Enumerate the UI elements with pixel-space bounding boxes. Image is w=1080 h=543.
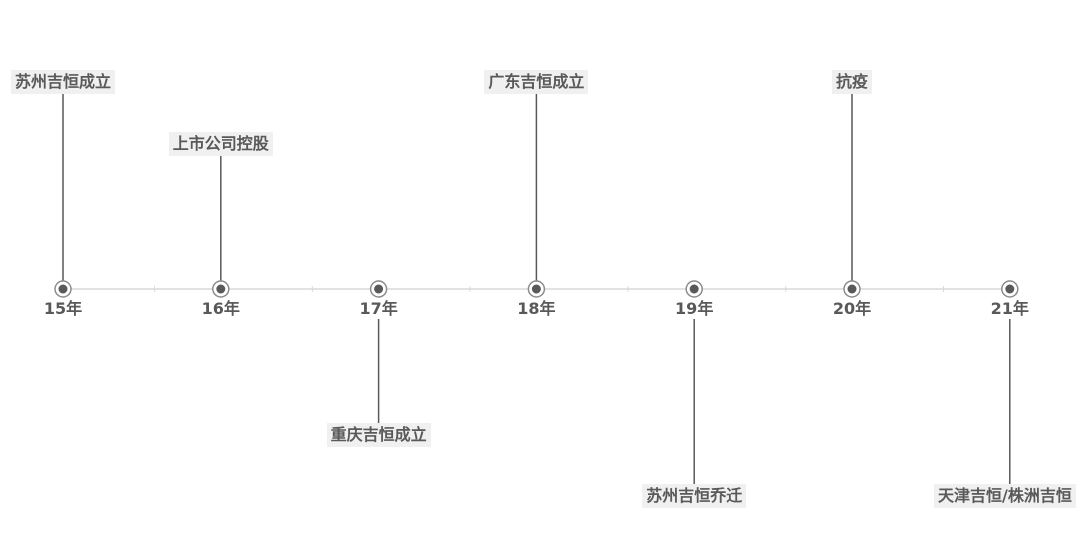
- event-label: 重庆吉恒成立: [326, 423, 431, 447]
- event-marker-dot: [1005, 284, 1015, 294]
- year-label: 15年: [43, 299, 83, 318]
- event-label: 天津吉恒/株洲吉恒: [934, 484, 1076, 508]
- event-label: 广东吉恒成立: [484, 70, 589, 94]
- year-label: 18年: [517, 299, 556, 318]
- event-label: 抗疫: [832, 70, 873, 94]
- event-marker-dot: [847, 284, 857, 294]
- year-label: 17年: [359, 299, 398, 318]
- event-label: 上市公司控股: [168, 132, 273, 156]
- event-marker-dot: [531, 284, 541, 294]
- event-label: 苏州吉恒乔迁: [642, 484, 747, 508]
- year-label: 19年: [675, 299, 714, 318]
- year-label: 21年: [990, 299, 1029, 318]
- event-label: 苏州吉恒成立: [11, 70, 116, 94]
- year-label: 16年: [201, 299, 240, 318]
- event-marker-dot: [58, 284, 68, 294]
- event-marker-dot: [374, 284, 384, 294]
- event-marker-dot: [216, 284, 226, 294]
- event-marker-dot: [689, 284, 699, 294]
- year-label: 20年: [832, 299, 872, 318]
